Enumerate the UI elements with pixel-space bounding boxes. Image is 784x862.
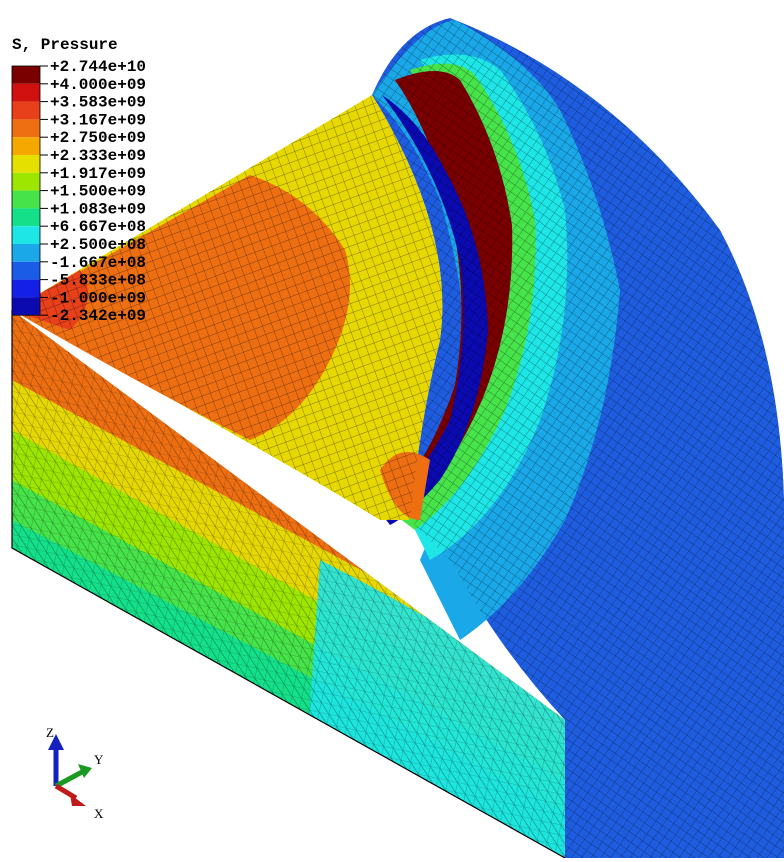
- legend-value-label: +3.167e+09: [50, 111, 146, 129]
- legend-value-label: -5.833e+08: [50, 272, 146, 290]
- legend-value-label: -1.667e+08: [50, 254, 146, 272]
- y-axis-label: Y: [94, 752, 104, 767]
- z-axis-arrowhead: [48, 734, 64, 750]
- front-face-edge: [11, 310, 566, 859]
- legend-value-label: +1.083e+09: [50, 200, 146, 218]
- legend-frame: [11, 65, 41, 316]
- y-axis-arrow: [54, 769, 84, 789]
- x-axis-arrow: [54, 783, 78, 801]
- legend-value-label: +4.000e+09: [50, 76, 146, 94]
- legend-value-label: +3.583e+09: [50, 94, 146, 112]
- legend-value-label: +1.500e+09: [50, 183, 146, 201]
- legend-title: S, Pressure: [12, 36, 118, 54]
- legend-value-label: +2.333e+09: [50, 147, 146, 165]
- legend-value-label: +2.750e+09: [50, 129, 146, 147]
- legend-swatch: [12, 297, 40, 316]
- legend-swatch: [12, 172, 40, 191]
- legend-swatch: [12, 279, 40, 298]
- axis-triad: Z Y X: [46, 725, 104, 821]
- z-axis-label: Z: [46, 725, 54, 740]
- legend-swatch: [12, 83, 40, 102]
- legend-swatch: [12, 244, 40, 262]
- legend-swatch: [12, 261, 40, 280]
- legend-value-label: +1.917e+09: [50, 165, 146, 183]
- legend-swatch: [12, 101, 40, 120]
- legend-swatch: [12, 137, 40, 155]
- legend-swatch: [12, 226, 40, 244]
- legend-value-label: +2.500e+08: [50, 236, 146, 254]
- y-axis-arrowhead: [78, 764, 92, 778]
- legend-swatch: [12, 190, 40, 209]
- legend-value-label: +6.667e+08: [50, 218, 146, 236]
- legend-swatch: [12, 119, 40, 138]
- legend-swatch: [12, 208, 40, 227]
- legend-swatch: [12, 155, 40, 173]
- x-axis-label: X: [94, 806, 104, 821]
- contour-legend: +2.744e+10+4.000e+09+3.583e+09+3.167e+09…: [11, 58, 146, 325]
- legend-value-label: +2.744e+10: [50, 58, 146, 76]
- legend-swatch: [12, 66, 40, 84]
- legend-value-label: -2.342e+09: [50, 307, 146, 325]
- legend-value-label: -1.000e+09: [50, 289, 146, 307]
- x-axis-arrowhead: [70, 794, 86, 806]
